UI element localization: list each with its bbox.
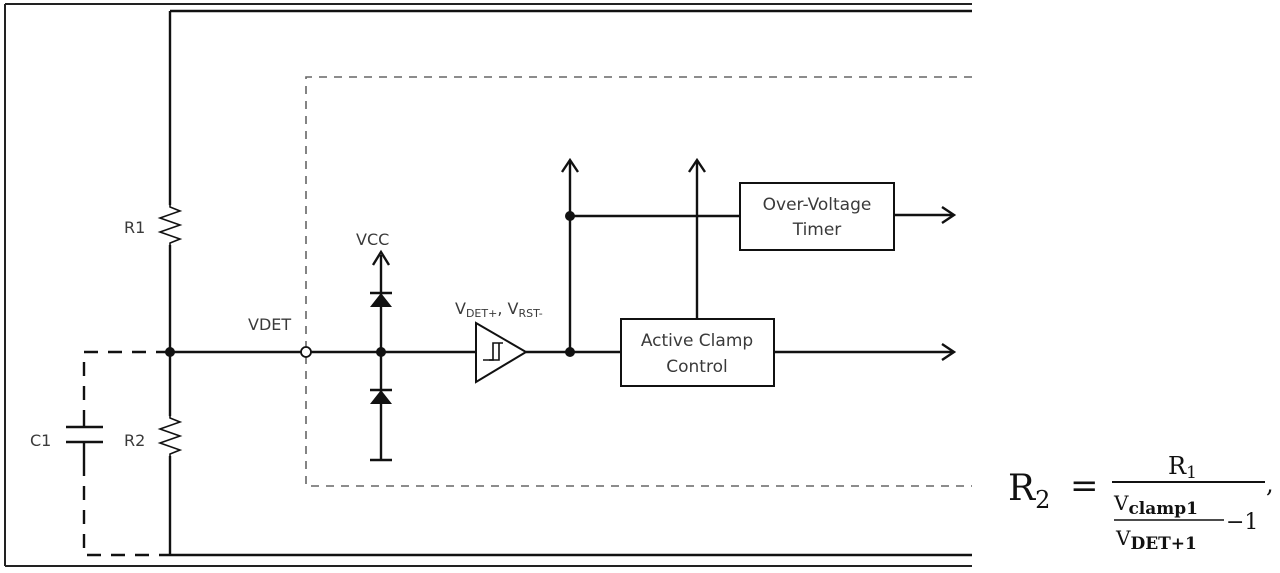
diode-upper [370, 291, 392, 307]
label-over-voltage: Over-Voltage [763, 195, 872, 215]
output-arrow-up-1-icon [561, 157, 579, 173]
svg-text:−1: −1 [1226, 510, 1258, 535]
ic-boundary [305, 76, 972, 487]
svg-text:R2: R2 [1008, 468, 1050, 514]
over-voltage-timer-block [739, 182, 895, 251]
svg-text:,: , [1266, 470, 1274, 498]
hysteresis-comparator [475, 321, 528, 384]
vcc-arrow-icon [371, 249, 391, 266]
label-c1: C1 [30, 431, 51, 450]
label-comparator-thresholds: VDET+, VRST- [455, 299, 543, 320]
resistor-r2 [157, 416, 183, 456]
svg-text:VDET+1: VDET+1 [1115, 526, 1197, 554]
label-r1: R1 [124, 218, 145, 237]
output-arrow-up-2-icon [688, 157, 706, 173]
diode-lower [370, 388, 392, 404]
svg-text:Vclamp1: Vclamp1 [1113, 491, 1198, 519]
label-r2: R2 [124, 431, 145, 450]
junction-diodes [376, 347, 386, 357]
vdet-pin [300, 346, 312, 358]
label-timer: Timer [792, 220, 842, 240]
label-vdet: VDET [248, 315, 291, 334]
outer-frame [4, 3, 972, 567]
supply-rail-top [168, 9, 972, 205]
label-active-clamp: Active Clamp [641, 331, 753, 351]
timer-output-arrow-icon [941, 206, 957, 224]
resistor-r1 [157, 205, 183, 245]
clamp-output-arrow-icon [941, 343, 957, 361]
svg-text:=: = [1070, 466, 1099, 506]
label-vcc: VCC [356, 230, 389, 249]
label-control: Control [666, 357, 727, 377]
c1-dashed-path [82, 350, 170, 420]
r2-equation: R2 = R1 Vclamp1 VDET+1 −1 , [1008, 452, 1274, 554]
svg-text:R1: R1 [1168, 452, 1197, 483]
